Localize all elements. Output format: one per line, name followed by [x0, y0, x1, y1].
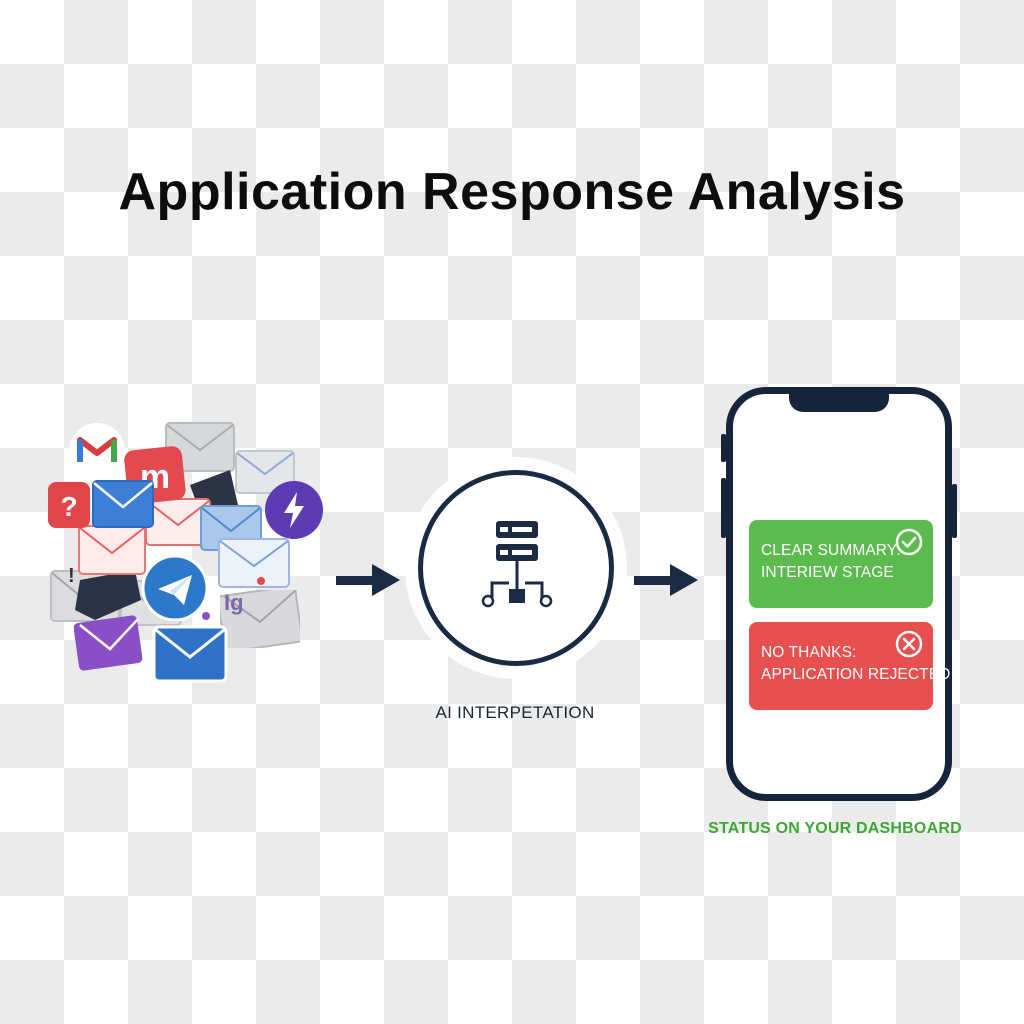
phone-side-button	[721, 478, 726, 538]
status-card-rejected: NO THANKS: APPLICATION REJECTED	[749, 622, 951, 710]
phone-notch	[789, 392, 889, 412]
card-subtitle: APPLICATION REJECTED	[761, 666, 951, 683]
envelope-icon	[78, 525, 146, 575]
svg-text:Ig: Ig	[224, 590, 244, 615]
status-card-interview: CLEAR SUMMARY: INTERIEW STAGE	[749, 520, 933, 608]
x-circle-icon	[895, 630, 923, 658]
question-icon: ?	[48, 482, 90, 528]
envelope-icon	[74, 615, 143, 671]
dashboard-status-label: STATUS ON YOUR DASHBOARD	[708, 820, 962, 837]
page-title: Application Response Analysis	[118, 163, 906, 221]
phone-side-button	[952, 484, 957, 538]
dot-accent	[202, 612, 210, 620]
misc-glyph: !	[68, 565, 75, 587]
card-title: CLEAR SUMMARY:	[761, 542, 901, 559]
dark-tile	[75, 570, 141, 620]
envelope-icon	[152, 625, 228, 683]
phone-side-button	[721, 434, 726, 462]
lightning-icon	[265, 481, 323, 539]
envelope-icon	[235, 450, 295, 494]
check-circle-icon	[895, 528, 923, 556]
envelope-icon	[92, 480, 154, 528]
dot-accent	[257, 577, 265, 585]
card-title: NO THANKS:	[761, 644, 857, 661]
arrow-right-icon	[336, 564, 400, 596]
server-network-icon	[481, 521, 553, 608]
card-subtitle: INTERIEW STAGE	[761, 564, 894, 581]
paper-plane-icon	[141, 555, 209, 621]
svg-text:?: ?	[60, 491, 77, 522]
email-cluster: m ? Ig !	[40, 410, 340, 690]
phone-mockup: CLEAR SUMMARY: INTERIEW STAGE NO THANKS:…	[721, 387, 957, 801]
arrow-right-icon	[634, 564, 698, 596]
gmail-m-icon	[69, 423, 125, 479]
ai-circle	[418, 470, 614, 666]
envelope-icon	[218, 538, 290, 588]
ai-interpretation-label: AI INTERPETATION	[435, 703, 595, 722]
misc-glyph: Ig	[224, 590, 244, 615]
envelope-icon	[165, 422, 235, 472]
envelope-icon	[220, 590, 300, 648]
svg-text:!: !	[68, 565, 75, 587]
